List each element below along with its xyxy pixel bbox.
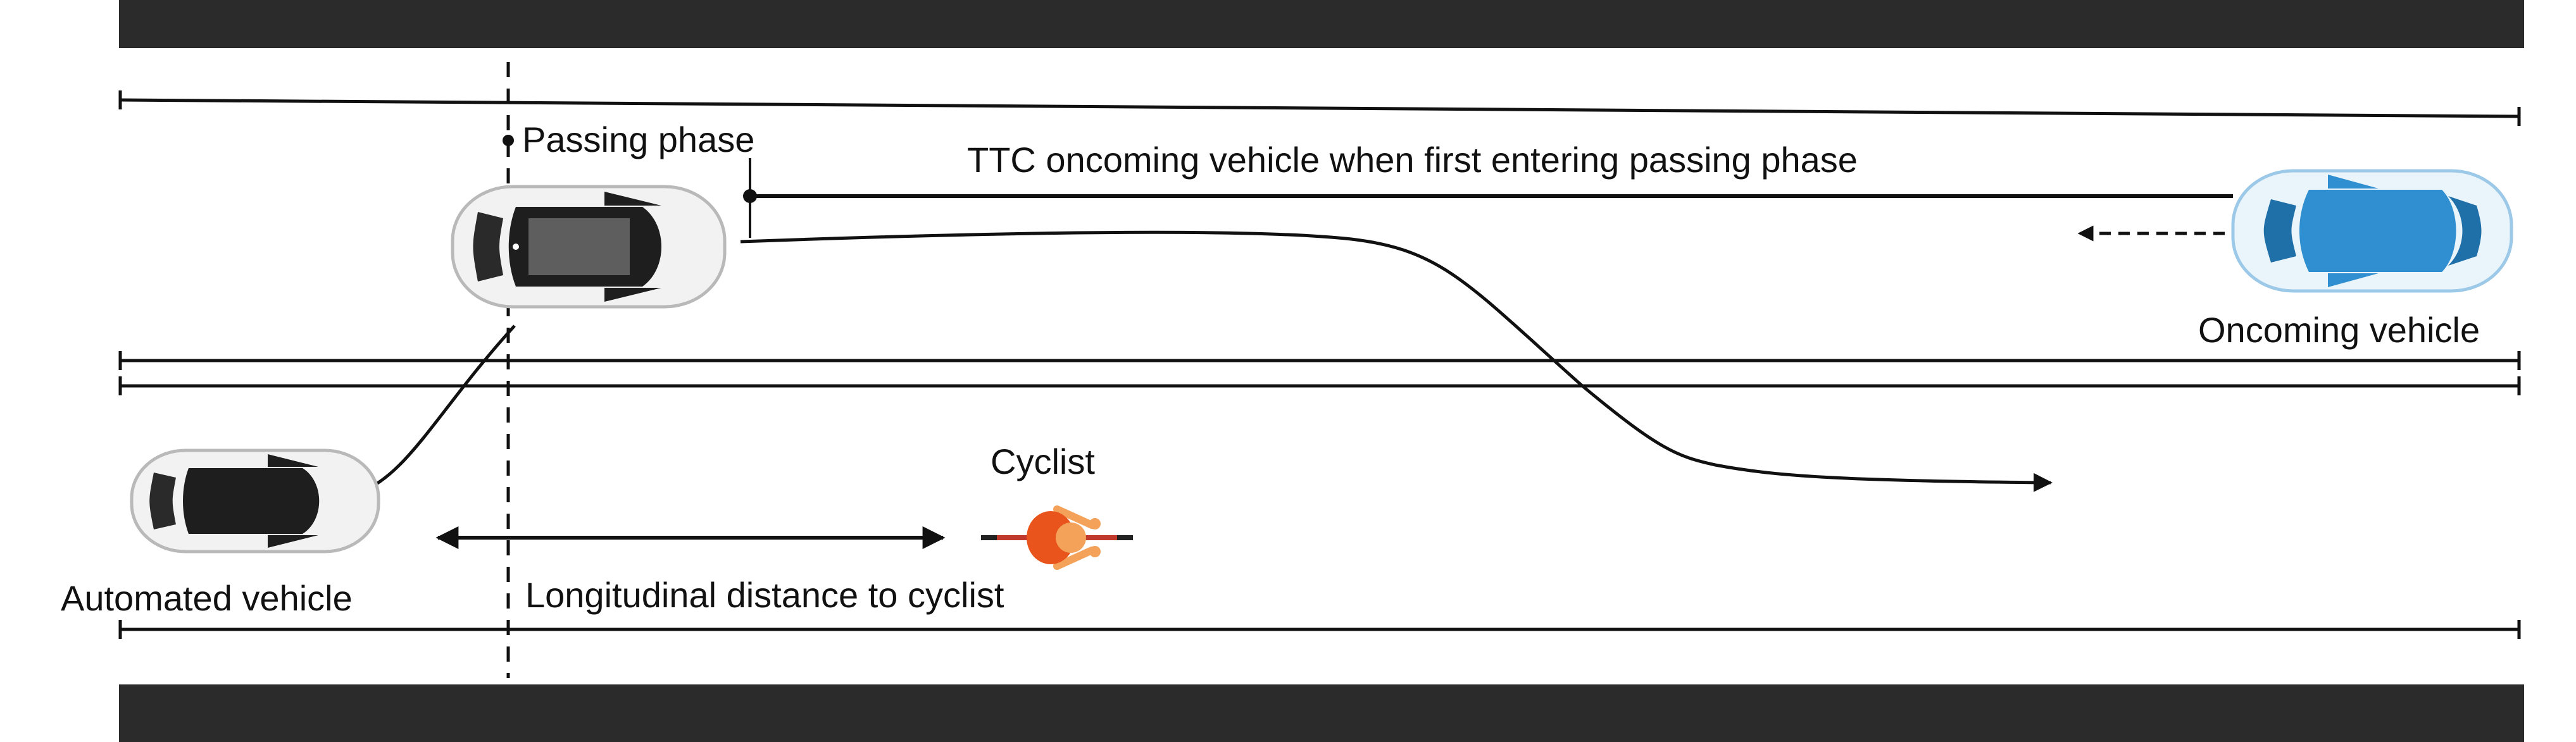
automated-car-start-icon <box>130 448 380 553</box>
passing-phase-marker-dot <box>503 135 514 146</box>
road-edge-bottom <box>119 684 2524 742</box>
longitudinal-distance-label: Longitudinal distance to cyclist <box>525 575 1004 615</box>
cyclist-icon <box>981 505 1133 570</box>
road-edge-top <box>119 0 2524 48</box>
oncoming-vehicle-label: Oncoming vehicle <box>2198 310 2480 350</box>
center-line-lower <box>118 376 2521 395</box>
lane-line-top <box>118 90 2521 126</box>
passing-phase-label: Passing phase <box>522 120 755 159</box>
cyclist-label: Cyclist <box>991 442 1095 481</box>
automated-car-icon <box>451 185 727 309</box>
ttc-line-start-dot <box>743 189 757 203</box>
ttc-label: TTC oncoming vehicle when first entering… <box>967 140 1858 180</box>
automated-vehicle-label: Automated vehicle <box>61 578 353 618</box>
center-line-upper <box>118 351 2521 370</box>
oncoming-car-icon <box>2231 169 2513 293</box>
lane-line-bottom <box>118 620 2521 639</box>
automated-trajectory-return <box>740 230 2053 492</box>
